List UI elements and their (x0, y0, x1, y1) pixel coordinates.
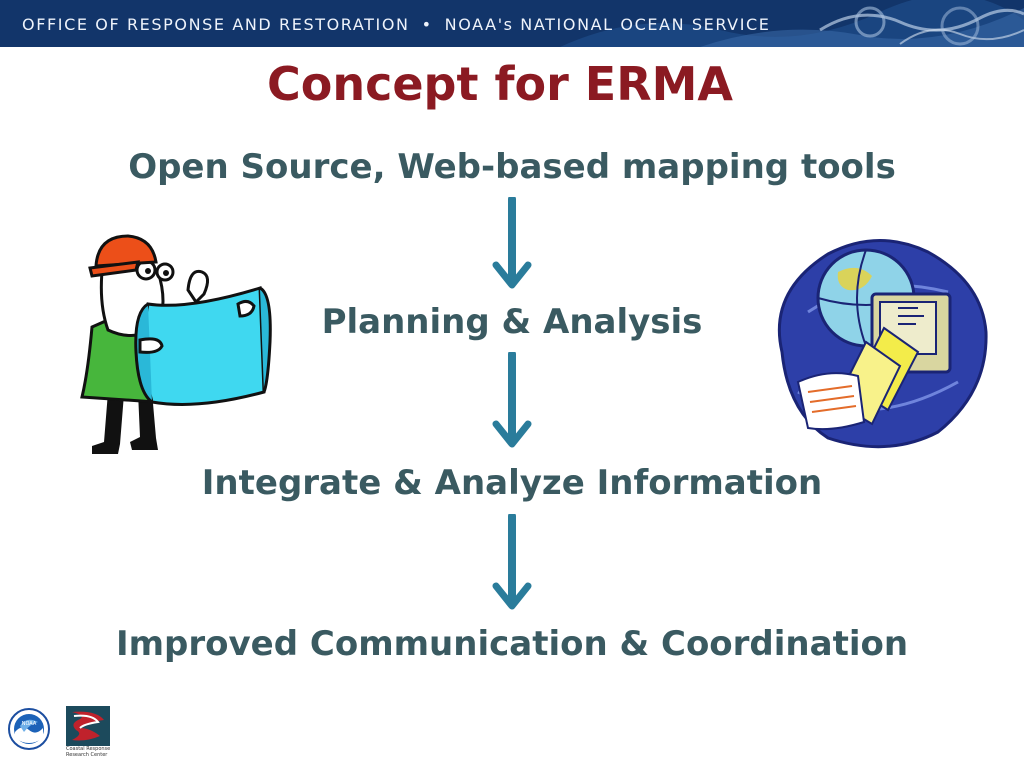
office-name: OFFICE OF RESPONSE AND RESTORATION (22, 15, 410, 34)
step-open-source: Open Source, Web-based mapping tools (128, 147, 896, 187)
crrc-caption: Coastal Response Research Center (66, 746, 111, 758)
surveyor-reading-map-clipart (80, 234, 272, 454)
step-planning: Planning & Analysis (321, 302, 703, 342)
down-arrow-icon (492, 197, 532, 289)
step-communication: Improved Communication & Coordination (115, 624, 909, 664)
crrc-logo (66, 706, 110, 746)
header-separator: • (421, 15, 433, 34)
globe-documents-clipart (777, 239, 988, 449)
step-integrate: Integrate & Analyze Information (201, 463, 823, 503)
header-text: OFFICE OF RESPONSE AND RESTORATION • NOAA'… (22, 15, 771, 34)
service-name: NOAA's NATIONAL OCEAN SERVICE (444, 15, 771, 34)
down-arrow-icon (492, 514, 532, 610)
slide-title: Concept for ERMA (266, 57, 734, 111)
noaa-logo: NOAA (8, 708, 50, 750)
wave-decoration (560, 0, 1024, 47)
header-banner: OFFICE OF RESPONSE AND RESTORATION • NOAA'… (0, 0, 1024, 47)
noaa-logo-text: NOAA (22, 721, 37, 727)
down-arrow-icon (492, 352, 532, 448)
